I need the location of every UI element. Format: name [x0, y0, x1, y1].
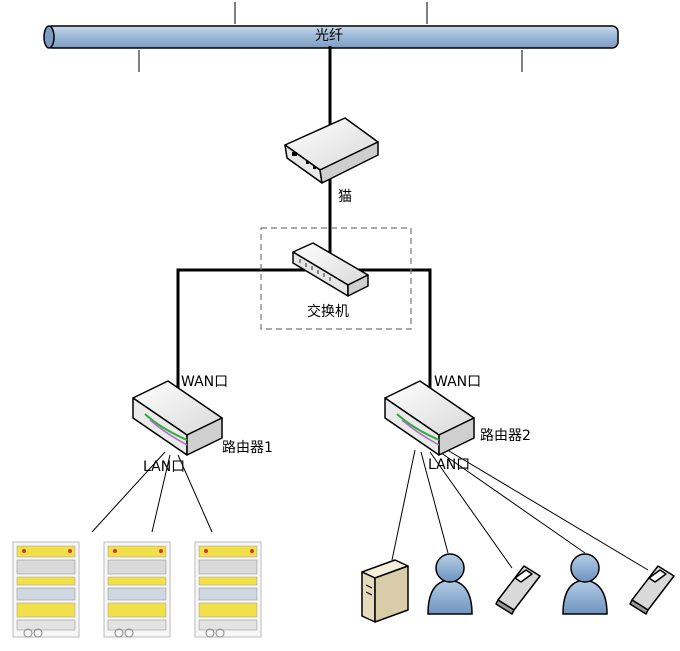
router-2-label: 路由器2: [480, 428, 531, 444]
router-1-icon: [132, 380, 223, 456]
control-cabinet-icon-1: [12, 541, 80, 638]
switch-icon: [292, 242, 369, 297]
mobile-phone-icon-2: [629, 565, 675, 615]
fiber-cable-icon: [43, 25, 619, 49]
lan-cables: [91, 447, 649, 571]
modem-label: 猫: [338, 189, 352, 205]
network-links: [176, 46, 432, 392]
server-icon: [361, 559, 409, 623]
user-icon-2: [562, 553, 608, 615]
user-icon-1: [427, 553, 473, 615]
router-2-icon: [384, 380, 475, 456]
router-1-lan-label: LAN口: [143, 459, 186, 475]
modem-icon: [284, 117, 379, 184]
fiber-drop-lines: [138, 2, 523, 72]
mobile-phone-icon-1: [495, 565, 541, 615]
router-2-lan-label: LAN口: [428, 457, 471, 473]
router-1-label: 路由器1: [222, 440, 273, 456]
control-cabinet-icon-2: [103, 541, 171, 638]
router-2-wan-label: WAN口: [434, 374, 482, 390]
switch-group-box: [260, 227, 412, 330]
switch-label: 交换机: [307, 304, 349, 320]
router-1-wan-label: WAN口: [181, 374, 229, 390]
control-cabinet-icon-3: [194, 541, 262, 638]
fiber-label: 光纤: [315, 28, 343, 44]
